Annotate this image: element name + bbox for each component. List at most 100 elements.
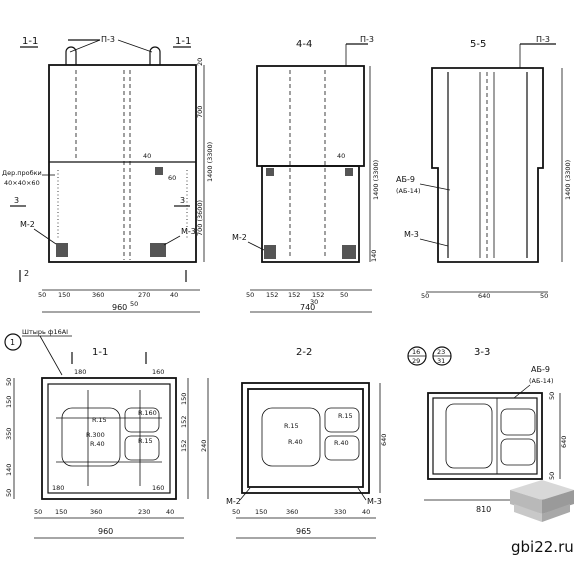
plan-1-1: 1 Штырь ф16AI 1-1 R.15 R.160 R.300 R.40 …: [4, 328, 209, 539]
mark-m3: М-3: [181, 227, 196, 236]
r40-label: R.40: [90, 440, 105, 448]
plan-3-3-title: 3-3: [474, 347, 490, 358]
dim-total-740: 740: [300, 303, 315, 312]
plan-2-2-title: 2-2: [296, 347, 312, 358]
dim-180: 180: [74, 368, 86, 376]
dim-50b-44: 50: [340, 291, 348, 299]
dim-1400-44: 1400 (3300): [372, 160, 380, 200]
circle-number: 1: [10, 338, 15, 347]
plan-1-1-title: 1-1: [92, 347, 108, 358]
r300-label: R.300: [86, 431, 105, 439]
section-mark-2-left: 2: [24, 269, 29, 278]
section-mark-left: 1-1: [22, 36, 38, 47]
dim-50b: 50: [130, 300, 138, 308]
section-mark-3-left: 3: [14, 196, 19, 205]
pin-label: Штырь ф16AI: [22, 328, 68, 336]
dim-50b-33: 50: [548, 472, 556, 480]
dim-l-350: 350: [5, 428, 13, 440]
dim-360: 360: [92, 291, 104, 299]
dim-l-50b: 50: [5, 489, 13, 497]
wood-plug-size: 40×40×60: [4, 179, 40, 187]
dim-50b-55: 50: [540, 292, 548, 300]
dim-40-44: 40: [337, 152, 345, 160]
dim-b-230: 230: [138, 508, 150, 516]
dim-152b: 152: [288, 291, 300, 299]
mark-p3: П-3: [101, 35, 115, 44]
dim-b2-160: 160: [152, 484, 164, 492]
mark-ab14-33: (АБ-14): [529, 377, 554, 385]
dim-40b: 40: [170, 291, 178, 299]
dim-140-44: 140: [370, 250, 378, 262]
dim-r-240: 240: [200, 440, 208, 452]
dim-22-150: 150: [255, 508, 267, 516]
mark-m2-44: М-2: [232, 233, 247, 242]
dim-810: 810: [476, 505, 491, 514]
dim-b-360: 360: [90, 508, 102, 516]
dim-700: 700: [196, 106, 204, 118]
mark-ab9-33: АБ-9: [531, 365, 550, 374]
dim-270: 270: [138, 291, 150, 299]
dim-r-152b: 152: [180, 440, 188, 452]
mark-m2-22: М-2: [226, 497, 241, 506]
dim-l-150: 150: [5, 396, 13, 408]
r15b-22: R.15: [338, 412, 353, 420]
section-4-4: 4-4 П-3 1400 (3300) 40 140 М-2 50 152 15…: [232, 35, 380, 313]
section-5-5-title: 5-5: [470, 39, 486, 50]
dim-50: 50: [38, 291, 46, 299]
mark-ab14: (АБ-14): [396, 187, 421, 195]
dim-b2-180: 180: [52, 484, 64, 492]
r40-22: R.40: [288, 438, 303, 446]
dim-152a: 152: [266, 291, 278, 299]
frac-31: 31: [437, 357, 445, 365]
dim-22-360: 360: [286, 508, 298, 516]
plan-3-3: 16 29 23 31 3-3 АБ-9 (АБ-14) 640 50 50 8…: [407, 346, 568, 514]
dim-160: 160: [152, 368, 164, 376]
dim-total-960: 960: [112, 303, 127, 312]
dim-1400-55: 1400 (3300): [564, 160, 572, 200]
dim-l-50: 50: [5, 378, 13, 386]
watermark-logo: gbi22.ru: [510, 480, 574, 556]
watermark-text: gbi22.ru: [511, 538, 574, 556]
r40b-22: R.40: [334, 439, 349, 447]
dim-640-33: 640: [560, 436, 568, 448]
dim-22-50: 50: [232, 508, 240, 516]
dim-50-55: 50: [421, 292, 429, 300]
frac-16: 16: [412, 348, 420, 356]
dim-b-40: 40: [166, 508, 174, 516]
dim-40: 40: [143, 152, 151, 160]
mark-p3-55: П-3: [536, 35, 550, 44]
r15-label: R.15: [92, 416, 107, 424]
mark-ab9: АБ-9: [396, 175, 415, 184]
dim-50-33: 50: [548, 392, 556, 400]
section-5-5: 5-5 П-3 1400 (3300) АБ-9 (АБ-14) М-3 50 …: [396, 35, 572, 300]
mark-m2: М-2: [20, 220, 35, 229]
mark-m3-22: М-3: [367, 497, 382, 506]
dim-p11-total: 960: [98, 527, 113, 536]
dim-r-152a: 152: [180, 416, 188, 428]
dim-152c: 152: [312, 291, 324, 299]
dim-30: 30: [310, 298, 318, 306]
dim-b-50: 50: [34, 508, 42, 516]
dim-150: 150: [58, 291, 70, 299]
r160-label: R.160: [138, 409, 157, 417]
r15-22: R.15: [284, 422, 299, 430]
section-4-4-title: 4-4: [296, 39, 312, 50]
dim-22-40: 40: [362, 508, 370, 516]
dim-700b: 700 (3600): [196, 200, 204, 236]
section-mark-3-right: 3: [180, 196, 185, 205]
dim-22-330: 330: [334, 508, 346, 516]
mark-m3-55: М-3: [404, 230, 419, 239]
dim-r-150: 150: [180, 393, 188, 405]
dim-22-total: 965: [296, 527, 311, 536]
dim-640-22: 640: [380, 434, 388, 446]
dim-l-140: 140: [5, 464, 13, 476]
dim-20: 20: [196, 58, 204, 66]
dim-b-150: 150: [55, 508, 67, 516]
frac-29: 29: [412, 357, 420, 365]
mark-p3-44: П-3: [360, 35, 374, 44]
section-mark-right: 1-1: [175, 36, 191, 47]
dim-60: 60: [168, 174, 176, 182]
r15b-label: R.15: [138, 437, 153, 445]
dim-1400: 1400 (3300): [206, 142, 214, 182]
